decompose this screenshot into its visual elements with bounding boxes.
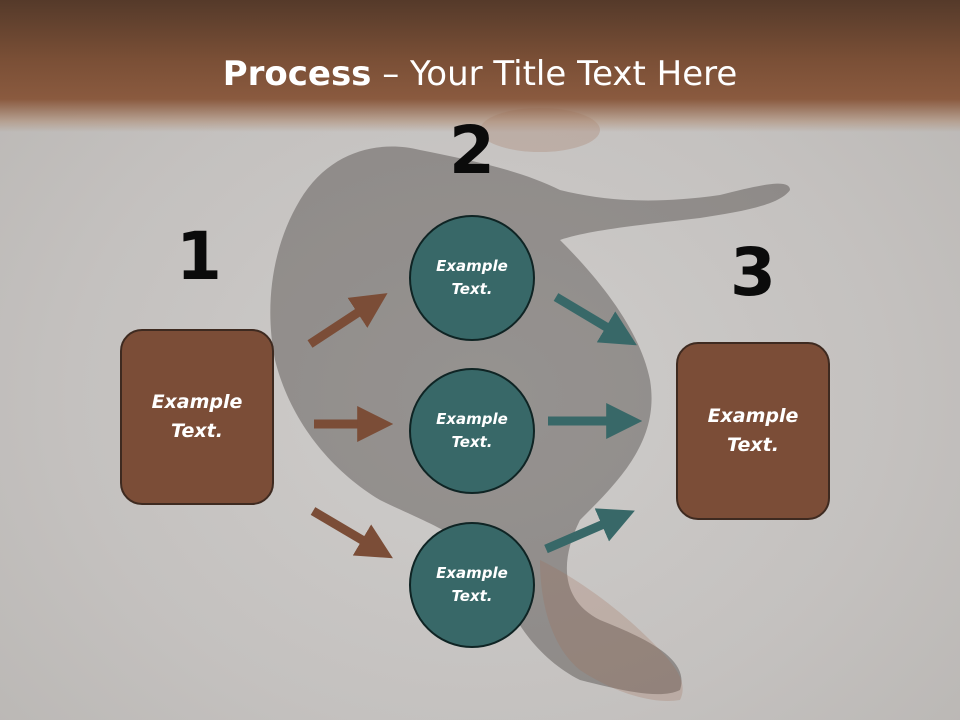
circle-middle-text: Example Text. <box>436 410 508 451</box>
arrow-1-to-top <box>307 293 388 348</box>
circle-bottom-text: Example Text. <box>436 564 508 605</box>
step-3-text: Example Text. <box>707 405 799 456</box>
step-2-circle-bottom: Example Text. <box>409 522 535 648</box>
step-number-1: 1 <box>176 218 222 295</box>
arrow-1-to-bottom <box>310 507 393 559</box>
step-number-2: 2 <box>449 112 495 189</box>
step-2-circle-middle: Example Text. <box>409 368 535 494</box>
arrow-top-to-3 <box>553 293 637 346</box>
title-banner <box>0 0 960 132</box>
step-2-circle-top: Example Text. <box>409 215 535 341</box>
title-bold-part: Process <box>222 54 372 94</box>
arrow-bottom-to-3 <box>544 508 635 554</box>
slide-title: Process – Your Title Text Here <box>0 52 960 96</box>
step-1-text: Example Text. <box>151 391 243 442</box>
step-1-box: Example Text. <box>120 329 274 505</box>
step-number-3: 3 <box>730 234 776 311</box>
title-rest-part: – Your Title Text Here <box>371 54 738 94</box>
circle-top-text: Example Text. <box>436 257 508 298</box>
step-3-box: Example Text. <box>676 342 830 520</box>
